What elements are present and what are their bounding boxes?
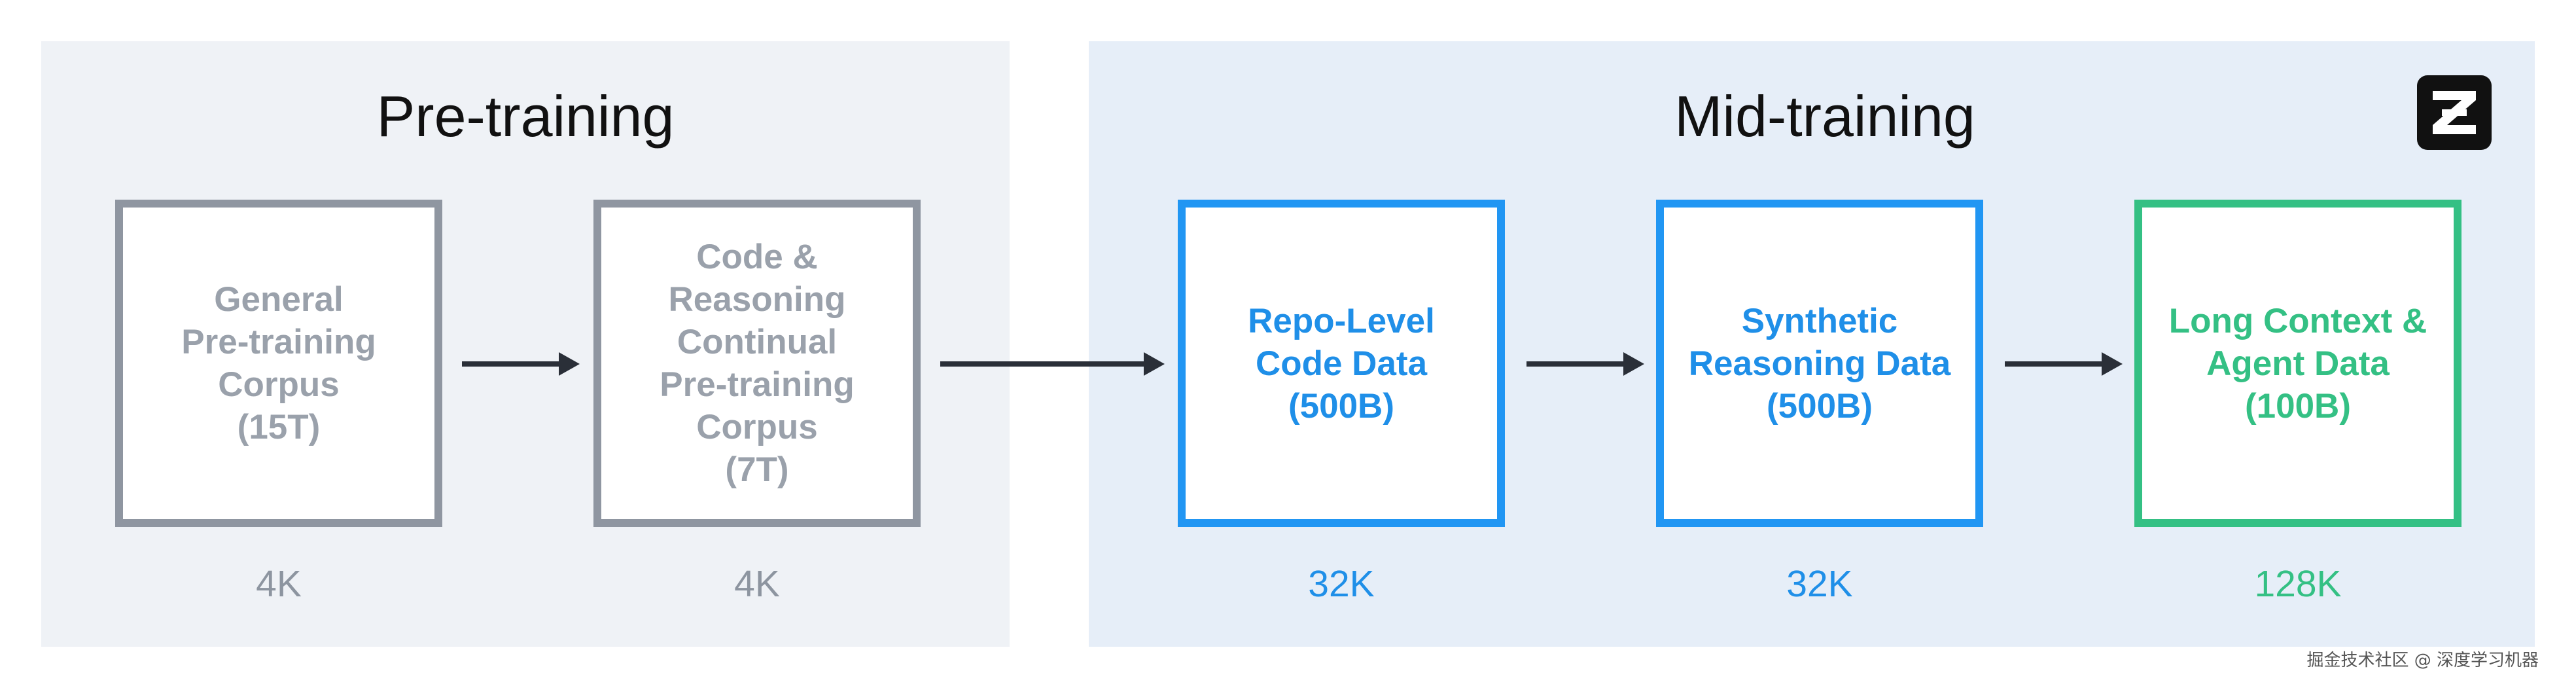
- context-length-label: 4K: [734, 563, 780, 605]
- stage-label-line: (15T): [237, 408, 321, 446]
- stage-label-line: (100B): [2244, 386, 2351, 425]
- stage-label-line: Reasoning Data: [1688, 344, 1951, 383]
- stage-box-repo-level-code: Repo-Level Code Data (500B): [1178, 200, 1505, 527]
- stage-label-line: Code &: [696, 238, 818, 276]
- right-arrow-icon: [1526, 351, 1644, 377]
- pre-training-title: Pre-training: [376, 84, 675, 149]
- stage-box-code-reasoning-continual: Code & Reasoning Continual Pre-training …: [593, 200, 921, 527]
- mid-training-title: Mid-training: [1674, 84, 1975, 149]
- stage-label-line: Long Context &: [2168, 301, 2427, 340]
- stage-label-line: (500B): [1288, 386, 1394, 425]
- stage-label-line: Reasoning: [668, 280, 846, 319]
- stage-label-line: Pre-training: [660, 365, 855, 404]
- context-length-label: 32K: [1786, 563, 1853, 605]
- context-length-label: 4K: [256, 563, 302, 605]
- stage-box-general-pretraining: General Pre-training Corpus (15T): [115, 200, 442, 527]
- right-arrow-icon: [940, 351, 1165, 377]
- stage-label-line: Corpus: [696, 408, 818, 446]
- stage-label-line: Agent Data: [2206, 344, 2390, 383]
- stage-label-line: Pre-training: [181, 323, 376, 361]
- context-length-label: 128K: [2254, 563, 2342, 605]
- right-arrow-icon: [462, 351, 580, 377]
- watermark: 掘金技术社区 @ 深度学习机器: [2306, 651, 2539, 670]
- stage-box-long-context-agent: Long Context & Agent Data (100B): [2134, 200, 2461, 527]
- context-length-label: 32K: [1308, 563, 1375, 605]
- stage-label-line: General: [214, 280, 344, 319]
- stage-label-line: Code Data: [1255, 344, 1428, 383]
- stage-label-line: (7T): [725, 450, 789, 489]
- stage-label-line: (500B): [1766, 386, 1873, 425]
- z-logo-icon: [2417, 75, 2492, 150]
- stage-label-line: Repo-Level: [1248, 301, 1435, 340]
- stage-label-line: Corpus: [218, 365, 340, 404]
- stage-label-line: Continual: [677, 323, 838, 361]
- stage-box-synthetic-reasoning: Synthetic Reasoning Data (500B): [1656, 200, 1983, 527]
- right-arrow-icon: [2005, 351, 2123, 377]
- stage-label-line: Synthetic: [1741, 301, 1898, 340]
